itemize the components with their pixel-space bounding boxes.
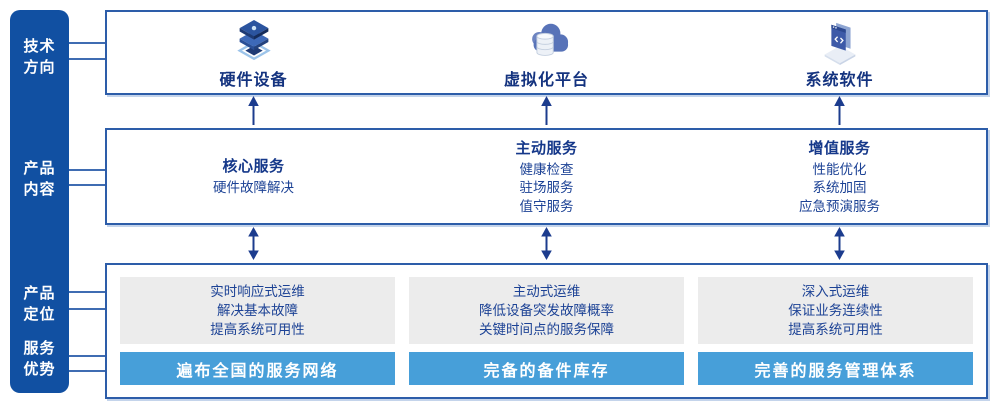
sidebar-label-product-content: 产品 内容 (10, 158, 69, 200)
double-arrow-icon (541, 227, 552, 260)
position-panel: 实时响应式运维 解决基本故障 提高系统可用性 (120, 277, 395, 345)
position-line: 解决基本故障 (217, 303, 298, 319)
content-column-active-service: 主动服务 健康检查 驻场服务 值守服务 (400, 130, 693, 223)
position-column-1: 实时响应式运维 解决基本故障 提高系统可用性 遍布全国的服务网络 (120, 277, 395, 385)
connector-line (69, 184, 106, 186)
service-heading: 增值服务 (808, 139, 871, 157)
advantage-bar: 完备的备件库存 (409, 352, 684, 385)
code-window-icon (824, 22, 855, 65)
sidebar-label-line: 服务 (23, 340, 56, 357)
position-line: 降低设备突发故障概率 (479, 303, 614, 319)
position-line: 主动式运维 (512, 284, 581, 300)
service-heading: 核心服务 (222, 158, 285, 176)
double-arrow-icon (248, 227, 259, 260)
tech-label-virtualization: 虚拟化平台 (503, 71, 589, 89)
service-item: 驻场服务 (519, 180, 574, 196)
service-item: 应急预演服务 (799, 198, 880, 214)
connector-line (69, 42, 106, 44)
service-heading: 主动服务 (515, 139, 578, 157)
category-sidebar: 技术 方向 产品 内容 产品 定位 服务 优势 (10, 10, 69, 393)
product-position-box: 实时响应式运维 解决基本故障 提高系统可用性 遍布全国的服务网络 主动式运维 降… (105, 263, 988, 399)
position-line: 实时响应式运维 (210, 284, 305, 300)
position-line: 提高系统可用性 (788, 322, 883, 338)
content-column-core-service: 核心服务 硬件故障解决 (107, 130, 400, 223)
sidebar-label-line: 产品 (23, 160, 56, 177)
connector-line (69, 291, 106, 293)
position-line: 深入式运维 (801, 284, 870, 300)
advantage-bar: 完善的服务管理体系 (698, 352, 973, 385)
service-item: 值守服务 (519, 198, 574, 214)
position-column-2: 主动式运维 降低设备突发故障概率 关键时间点的服务保障 完备的备件库存 (409, 277, 684, 385)
position-column-3: 深入式运维 保证业务连续性 提高系统可用性 完善的服务管理体系 (698, 277, 973, 385)
tech-direction-box: 硬件设备 虚拟化平台 (105, 10, 988, 95)
tech-column-hardware: 硬件设备 (107, 12, 400, 93)
connector-line (69, 355, 106, 357)
position-line: 提高系统可用性 (210, 322, 305, 338)
service-item: 性能优化 (812, 161, 867, 177)
sidebar-label-line: 定位 (23, 306, 56, 323)
product-content-box: 核心服务 硬件故障解决 主动服务 健康检查 驻场服务 值守服务 增值服务 性能优… (105, 128, 988, 225)
advantage-bar: 遍布全国的服务网络 (120, 352, 395, 385)
sidebar-label-product-position: 产品 定位 (10, 283, 69, 325)
up-arrow-icon (834, 96, 845, 125)
connector-line (69, 58, 106, 60)
position-panel: 深入式运维 保证业务连续性 提高系统可用性 (698, 277, 973, 345)
sidebar-label-line: 方向 (23, 59, 56, 76)
tech-label-system-software: 系统软件 (805, 71, 874, 89)
position-panel: 主动式运维 降低设备突发故障概率 关键时间点的服务保障 (409, 277, 684, 345)
service-item: 健康检查 (519, 161, 574, 177)
position-line: 关键时间点的服务保障 (479, 322, 614, 338)
tech-label-hardware: 硬件设备 (219, 71, 288, 89)
cloud-database-icon (531, 23, 568, 56)
sidebar-label-line: 产品 (23, 285, 56, 302)
service-item: 系统加固 (812, 180, 867, 196)
connector-line (69, 308, 106, 310)
sidebar-label-tech-direction: 技术 方向 (10, 36, 69, 78)
sidebar-label-service-advantage: 服务 优势 (10, 338, 69, 380)
connector-line (69, 169, 106, 171)
content-column-value-added-service: 增值服务 性能优化 系统加固 应急预演服务 (693, 130, 986, 223)
tech-column-system-software: 系统软件 (693, 12, 986, 93)
position-line: 保证业务连续性 (788, 303, 883, 319)
sidebar-label-line: 优势 (23, 361, 56, 378)
up-arrow-icon (541, 96, 552, 125)
tech-column-virtualization: 虚拟化平台 (400, 12, 693, 93)
service-item: 硬件故障解决 (213, 180, 294, 196)
connector-line (69, 370, 106, 372)
server-stack-icon (236, 19, 271, 60)
double-arrow-icon (834, 227, 845, 260)
up-arrow-icon (248, 96, 259, 125)
sidebar-label-line: 技术 (23, 38, 56, 55)
sidebar-label-line: 内容 (23, 181, 56, 198)
